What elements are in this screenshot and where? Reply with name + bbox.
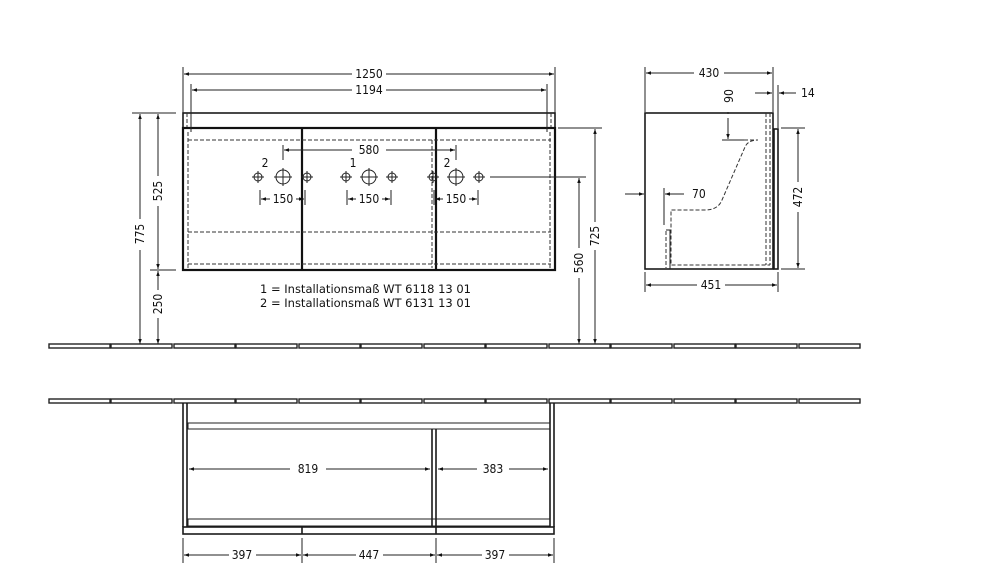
dim-drain-height: 560 bbox=[572, 253, 586, 274]
drawer-front-panel bbox=[182, 526, 555, 535]
dim-tap-spacing-center: 150 bbox=[359, 192, 380, 206]
side-body bbox=[644, 112, 774, 270]
tap-hole-group-right: 2 150 bbox=[427, 156, 586, 206]
floor-strip-upper bbox=[48, 343, 861, 349]
floor-strip-lower bbox=[48, 398, 861, 404]
dim-cabinet-height: 525 bbox=[151, 181, 165, 202]
dim-tap-spacing-left: 150 bbox=[273, 192, 294, 206]
dim-offset-back: 70 bbox=[692, 187, 706, 201]
dim-depth-top: 430 bbox=[699, 66, 720, 80]
drawer-back-rail bbox=[187, 422, 551, 430]
cabinet-body bbox=[181, 126, 557, 272]
side-view: 430 14 90 70 472 451 bbox=[625, 66, 815, 292]
dim-total-height: 775 bbox=[133, 224, 147, 245]
drawer-front-rail bbox=[187, 518, 551, 527]
hole-label-center: 1 bbox=[350, 156, 357, 170]
countertop bbox=[182, 112, 556, 129]
dim-drawer-left-width: 819 bbox=[298, 462, 319, 476]
dim-top-height: 725 bbox=[588, 226, 602, 247]
side-front-panel bbox=[773, 128, 779, 270]
dim-tap-spacing-right: 150 bbox=[446, 192, 467, 206]
dim-floor-clearance: 250 bbox=[151, 294, 165, 315]
dim-overall-width: 1250 bbox=[355, 67, 383, 81]
legend-line-1: 1 = Installationsmaß WT 6118 13 01 bbox=[260, 282, 471, 296]
front-view: 1250 1194 580 2 150 1 bbox=[132, 67, 602, 344]
hole-label-right: 2 bbox=[444, 156, 451, 170]
dim-offset-top: 90 bbox=[722, 89, 736, 103]
dim-panel-thickness: 14 bbox=[801, 86, 815, 100]
dim-depth-bottom: 451 bbox=[701, 278, 722, 292]
dim-front-height: 472 bbox=[791, 187, 805, 208]
dim-inner-width: 1194 bbox=[355, 83, 383, 97]
tap-hole-group-center: 1 150 bbox=[340, 156, 398, 206]
hole-label-left: 2 bbox=[262, 156, 269, 170]
top-view: 819 383 397 447 397 bbox=[182, 403, 555, 563]
dim-segment-left: 397 bbox=[232, 548, 253, 562]
dim-segment-center: 447 bbox=[359, 548, 380, 562]
legend-line-2: 2 = Installationsmaß WT 6131 13 01 bbox=[260, 296, 471, 310]
dim-segment-right: 397 bbox=[485, 548, 506, 562]
tap-hole-group-left: 2 150 bbox=[252, 156, 313, 206]
dim-hole-spacing: 580 bbox=[359, 143, 380, 157]
dim-drawer-right-width: 383 bbox=[483, 462, 504, 476]
